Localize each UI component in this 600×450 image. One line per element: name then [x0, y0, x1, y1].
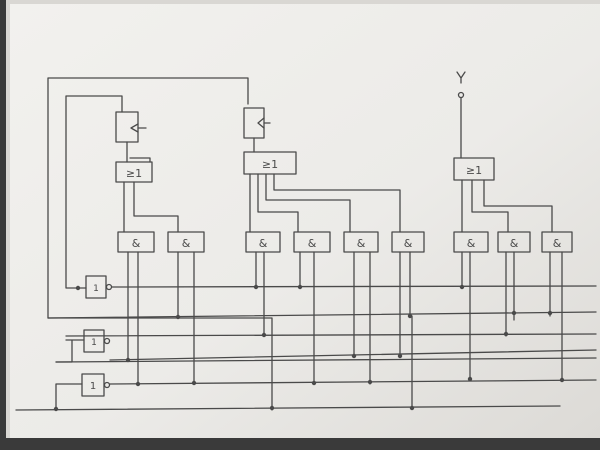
- junction: [269, 405, 275, 411]
- junction: [53, 406, 59, 412]
- or-gate-3-label: ≥1: [466, 164, 482, 177]
- wire-or1-and2: [133, 181, 179, 233]
- junction: [253, 284, 259, 290]
- or-gate-2: [243, 151, 297, 175]
- bus-5: [55, 357, 597, 363]
- not-gate-3-bubble: [103, 381, 111, 389]
- junction: [191, 380, 197, 386]
- and-gate-7-label: &: [467, 237, 476, 250]
- and-gate-1-label: &: [132, 237, 141, 250]
- junction: [125, 357, 131, 363]
- junction: [75, 285, 81, 291]
- junction: [135, 381, 141, 387]
- and3-inputs: [255, 251, 265, 337]
- and-gate-6-label: &: [404, 237, 413, 250]
- not-gate-1-label: 1: [93, 284, 99, 294]
- and-gate-8-label: &: [510, 237, 519, 250]
- and-gate-9: [541, 231, 573, 253]
- and6-inputs: [399, 251, 413, 409]
- junction: [407, 313, 413, 319]
- and-gate-5: [343, 231, 379, 253]
- bus-not1-out: [111, 285, 597, 288]
- not-gate-3-label: 1: [90, 381, 96, 392]
- flip-flop-2-clock: [257, 117, 271, 129]
- or-gate-2-label: ≥1: [262, 158, 278, 171]
- junction: [397, 353, 403, 359]
- junction: [559, 377, 565, 383]
- and5-inputs: [353, 251, 371, 385]
- and-gate-4-label: &: [308, 237, 317, 250]
- and4-inputs: [299, 251, 315, 385]
- junction: [511, 310, 517, 316]
- and-gate-1: [117, 231, 155, 253]
- and-gate-3: [245, 231, 281, 253]
- bus-main-input: [15, 405, 561, 411]
- table-edge: [0, 438, 600, 450]
- junction: [261, 332, 267, 338]
- and-gate-4: [293, 231, 331, 253]
- or-gate-3: [453, 157, 495, 181]
- flip-flop-1-clock: [130, 123, 147, 133]
- junction: [503, 331, 509, 337]
- bus-not3-out: [109, 379, 597, 385]
- and-gate-7: [453, 231, 489, 253]
- junction: [351, 353, 357, 359]
- bus-2: [47, 311, 597, 319]
- feedback-wire-outer: [47, 77, 273, 411]
- and-gate-2-label: &: [182, 237, 191, 250]
- junction: [297, 284, 303, 290]
- junction: [459, 284, 465, 290]
- wire-or1-in: [129, 157, 151, 163]
- wire-or2-and4: [257, 173, 299, 233]
- and2-inputs: [177, 251, 195, 385]
- and-gate-2: [167, 231, 205, 253]
- junction: [547, 310, 553, 316]
- and7-inputs: [461, 251, 471, 379]
- and-gate-3-label: &: [259, 237, 268, 250]
- junction: [467, 376, 473, 382]
- not-gate-2-label: 1: [91, 338, 97, 348]
- not3-input: [55, 383, 83, 409]
- wire-or3-and8: [471, 179, 509, 233]
- feedback-wire-inner: [65, 95, 123, 289]
- output-label-y-mark: [456, 71, 466, 84]
- or-gate-1-label: ≥1: [126, 167, 142, 180]
- wire-or2-and5: [265, 173, 351, 233]
- and-gate-5-label: &: [357, 237, 366, 250]
- junction: [175, 314, 181, 320]
- wire-or3-and9: [483, 179, 553, 233]
- paper-sheet: [10, 4, 600, 440]
- not-gate-2-bubble: [103, 337, 111, 345]
- junction: [311, 380, 317, 386]
- and-gate-9-label: &: [553, 237, 562, 250]
- junction: [409, 405, 415, 411]
- wire-or2-and6: [273, 173, 401, 233]
- and-gate-6: [391, 231, 425, 253]
- junction: [367, 379, 373, 385]
